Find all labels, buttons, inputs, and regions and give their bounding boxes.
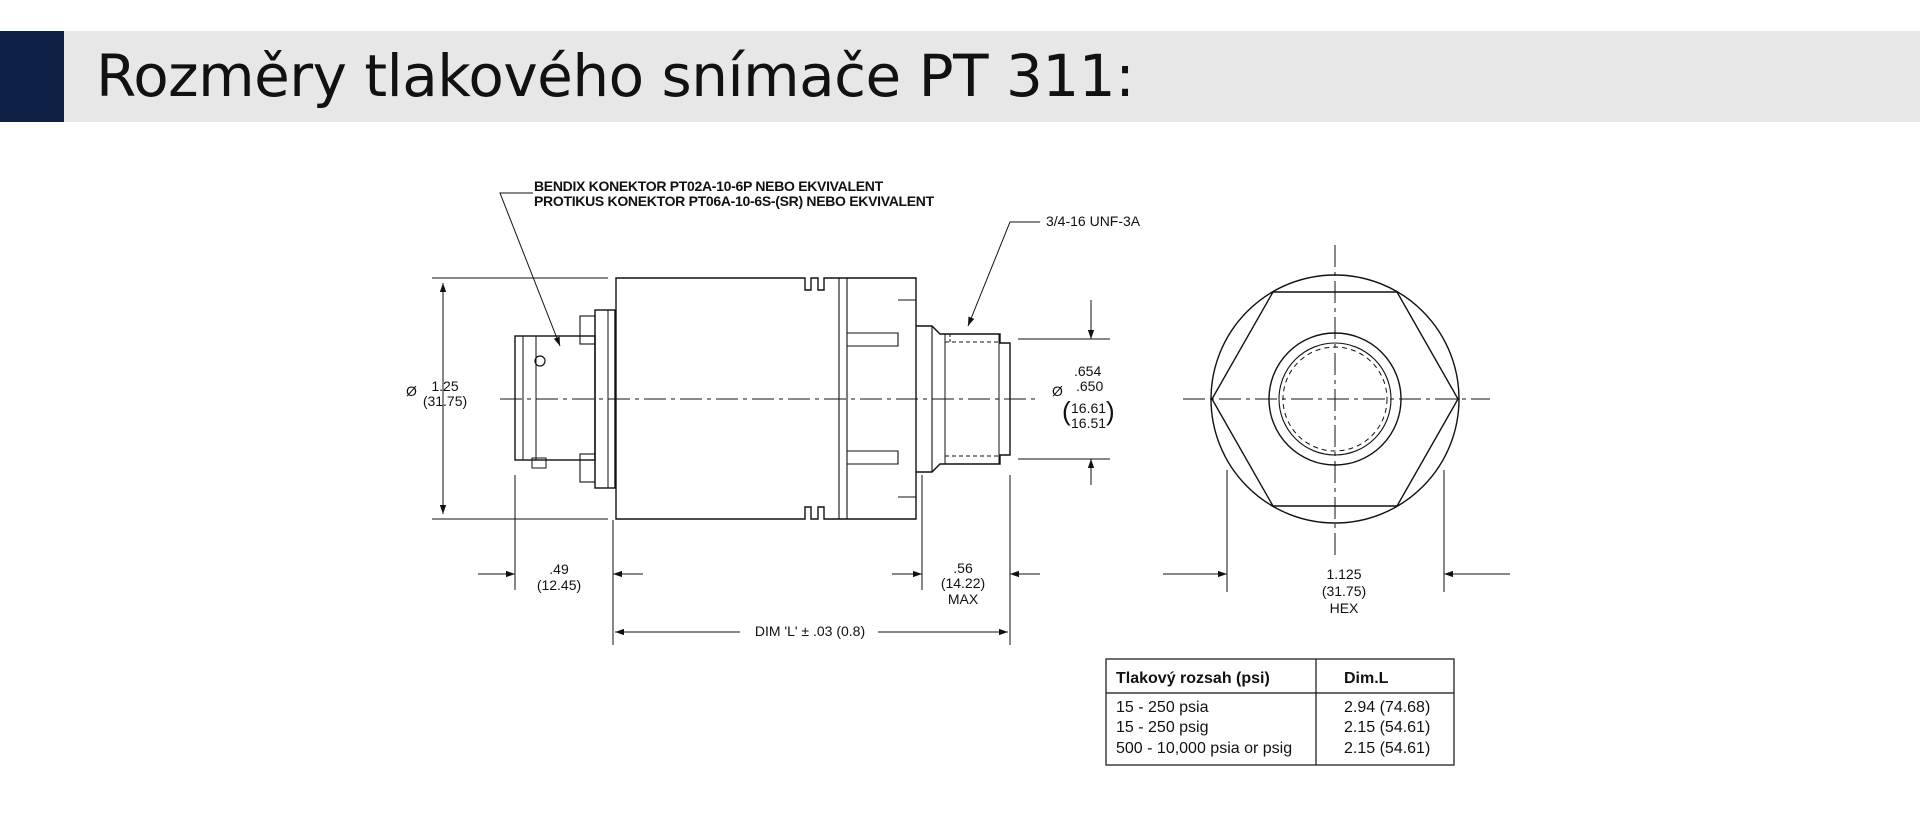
port-diameter-inch-min: .650 (1076, 378, 1103, 394)
table-cell-diml: 2.94 (74.68) (1344, 699, 1430, 716)
port-diameter-mm-min: 16.51 (1071, 415, 1106, 431)
page-title: Rozměry tlakového snímače PT 311: (96, 42, 1135, 110)
body-diameter-symbol: Ø (406, 383, 417, 399)
connector-length-inch: .49 (549, 561, 569, 577)
table-header-diml: Dim.L (1344, 670, 1389, 687)
dim-l-label: DIM 'L' ± .03 (0.8) (755, 623, 865, 639)
hex-mm: (31.75) (1322, 583, 1366, 599)
port-diameter-mm-max: 16.61 (1071, 400, 1106, 416)
connector-label-1: BENDIX KONEKTOR PT02A-10-6P NEBO EKVIVAL… (534, 178, 884, 194)
table-header-range: Tlakový rozsah (psi) (1116, 670, 1270, 687)
table-cell-range: 500 - 10,000 psia or psig (1116, 740, 1292, 757)
port-length-inch: .56 (953, 560, 973, 576)
pressure-range-table: Tlakový rozsah (psi) Dim.L 15 - 250 psia… (1105, 658, 1455, 766)
body-diameter-inch: 1.25 (431, 378, 458, 394)
table-cell-diml: 2.15 (54.61) (1344, 719, 1430, 736)
hex-outline (1211, 291, 1459, 507)
port-diameter-symbol: Ø (1052, 383, 1063, 399)
port-length-note: MAX (948, 591, 979, 607)
body-diameter-mm: (31.75) (423, 393, 467, 409)
hex-dimension (1163, 470, 1510, 592)
port-diameter-paren-close: ) (1106, 396, 1115, 426)
connector-body (514, 335, 596, 461)
thread-label: 3/4-16 UNF-3A (1046, 213, 1141, 229)
port-diameter-paren-open: ( (1062, 396, 1071, 426)
main-housing (615, 277, 917, 520)
connector-label-2: PROTIKUS KONEKTOR PT06A-10-6S-(SR) NEBO … (534, 193, 935, 209)
title-accent (0, 31, 64, 122)
table-cell-range: 15 - 250 psig (1116, 719, 1209, 736)
port-diameter-inch-max: .654 (1074, 363, 1101, 379)
hex-note: HEX (1330, 600, 1359, 616)
hex-inch: 1.125 (1326, 566, 1361, 582)
end-view-centerlines (1183, 245, 1490, 555)
port-length-mm: (14.22) (941, 575, 985, 591)
side-dimensions (432, 192, 1110, 645)
title-bar: Rozměry tlakového snímače PT 311: (0, 31, 1920, 122)
table-cell-diml: 2.15 (54.61) (1344, 740, 1430, 757)
table-cell-range: 15 - 250 psia (1116, 699, 1209, 716)
connector-length-mm: (12.45) (537, 577, 581, 593)
